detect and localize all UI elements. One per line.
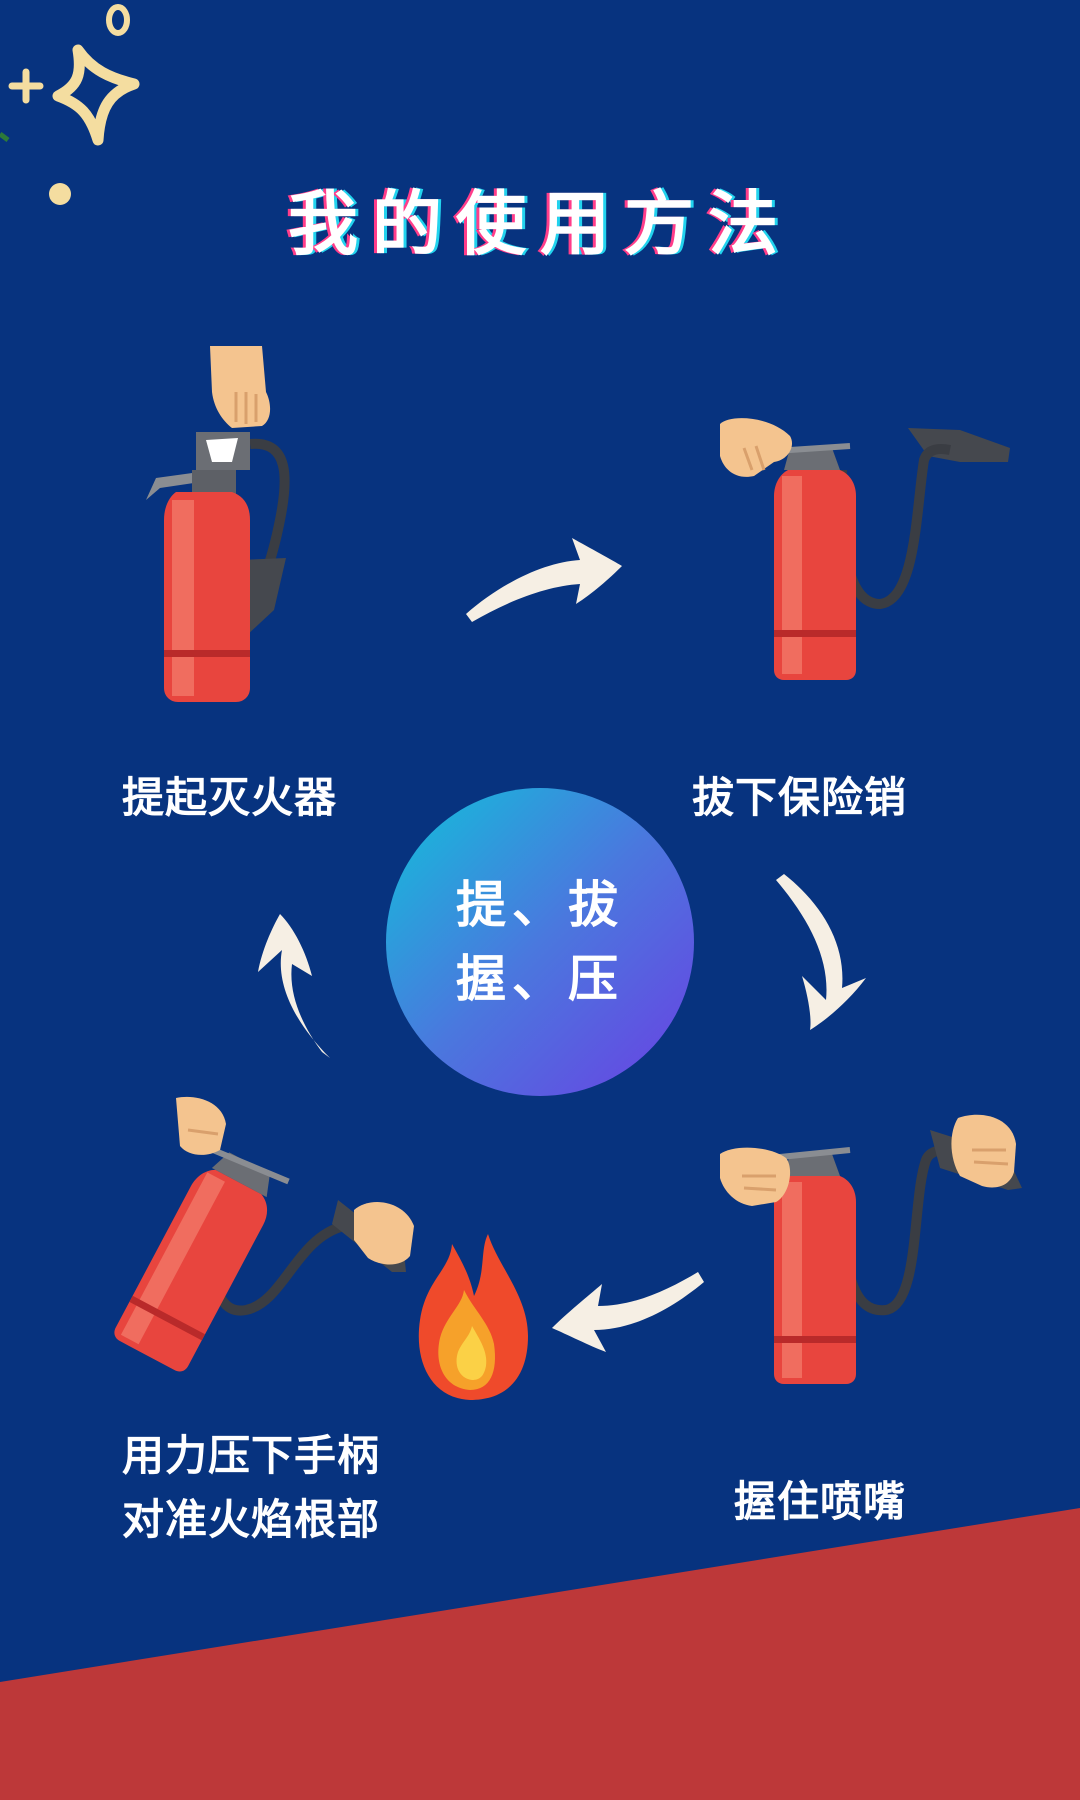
step-pull-label: 拔下保险销: [692, 773, 908, 822]
sparkle-icon: [0, 4, 140, 205]
summary-line2: 握、压: [456, 950, 624, 1008]
step-grip-label: 握住喷嘴: [734, 1477, 907, 1526]
page-title: 我的使用方法: [288, 183, 792, 265]
step-press-label: 用力压下手柄 对准火焰根部: [122, 1424, 380, 1552]
step-lift-label: 提起灭火器: [122, 773, 338, 822]
summary-line1: 提、拔: [456, 876, 624, 934]
step-press-line2: 对准火焰根部: [122, 1495, 381, 1544]
summary-circle: 提、拔 握、压: [386, 788, 694, 1096]
step-press-line1: 用力压下手柄: [122, 1431, 381, 1480]
